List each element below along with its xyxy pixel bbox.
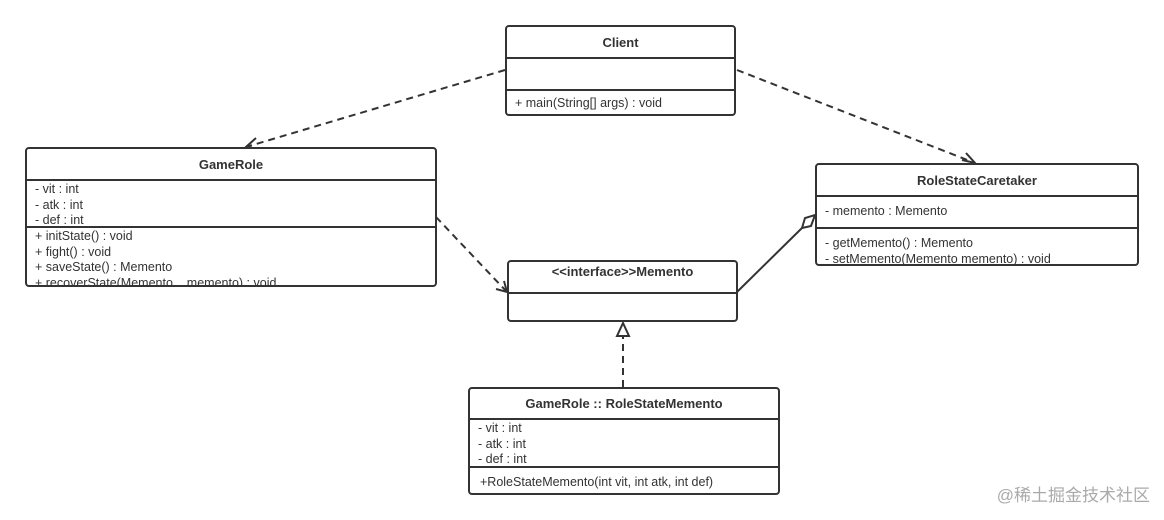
class-name: GameRole :: RoleStateMemento bbox=[470, 389, 778, 420]
operation: - getMemento() : Memento bbox=[825, 236, 973, 250]
attribute: - def : int bbox=[478, 452, 527, 466]
class-client[interactable]: Client + main(String[] args) : void bbox=[505, 25, 736, 116]
operation: +RoleStateMemento(int vit, int atk, int … bbox=[480, 475, 714, 489]
attributes: - vit : int - atk : int - def : int bbox=[470, 420, 778, 466]
attribute: - vit : int bbox=[478, 421, 522, 435]
operation: + initState() : void bbox=[35, 229, 133, 243]
aggregation-diamond bbox=[800, 213, 817, 230]
interface-memento[interactable]: <<interface>>Memento bbox=[507, 260, 738, 322]
watermark: @稀土掘金技术社区 bbox=[996, 486, 1150, 505]
attribute: - atk : int bbox=[35, 197, 83, 212]
operation: + main(String[] args) : void bbox=[515, 96, 662, 110]
operations: +RoleStateMemento(int vit, int atk, int … bbox=[470, 466, 778, 491]
dependency-gamerole-memento bbox=[435, 216, 508, 293]
attribute: - atk : int bbox=[478, 436, 526, 451]
class-rolestatememento[interactable]: GameRole :: RoleStateMemento - vit : int… bbox=[468, 387, 780, 495]
operations: + initState() : void + fight() : void + … bbox=[27, 226, 435, 287]
class-name: RoleStateCaretaker bbox=[817, 165, 1137, 197]
dependency-client-caretaker bbox=[736, 69, 976, 164]
aggregation-caretaker-memento bbox=[736, 227, 803, 293]
class-rolestatecaretaker[interactable]: RoleStateCaretaker - memento : Memento -… bbox=[815, 163, 1139, 266]
attribute: - def : int bbox=[35, 213, 84, 226]
attribute: - memento : Memento bbox=[825, 204, 948, 218]
attributes: - vit : int - atk : int - def : int bbox=[27, 181, 435, 226]
operations: + main(String[] args) : void bbox=[507, 89, 734, 112]
class-gamerole[interactable]: GameRole - vit : int - atk : int - def :… bbox=[25, 147, 437, 287]
operation: - setMemento(Memento memento) : void bbox=[825, 251, 1051, 266]
class-name: <<interface>>Memento bbox=[509, 262, 736, 294]
operation: + saveState() : Memento bbox=[35, 260, 173, 274]
attributes bbox=[507, 59, 734, 89]
realization-triangle bbox=[615, 320, 631, 337]
attribute: - vit : int bbox=[35, 182, 79, 196]
operation: + recoverState(Memento memento) : void bbox=[35, 275, 277, 287]
operation: + fight() : void bbox=[35, 244, 112, 259]
dependency-client-gamerole bbox=[245, 69, 506, 148]
class-name: GameRole bbox=[27, 149, 435, 181]
attributes: - memento : Memento bbox=[817, 197, 1137, 227]
class-name: Client bbox=[507, 27, 734, 59]
operations: - getMemento() : Memento - setMemento(Me… bbox=[817, 227, 1137, 266]
